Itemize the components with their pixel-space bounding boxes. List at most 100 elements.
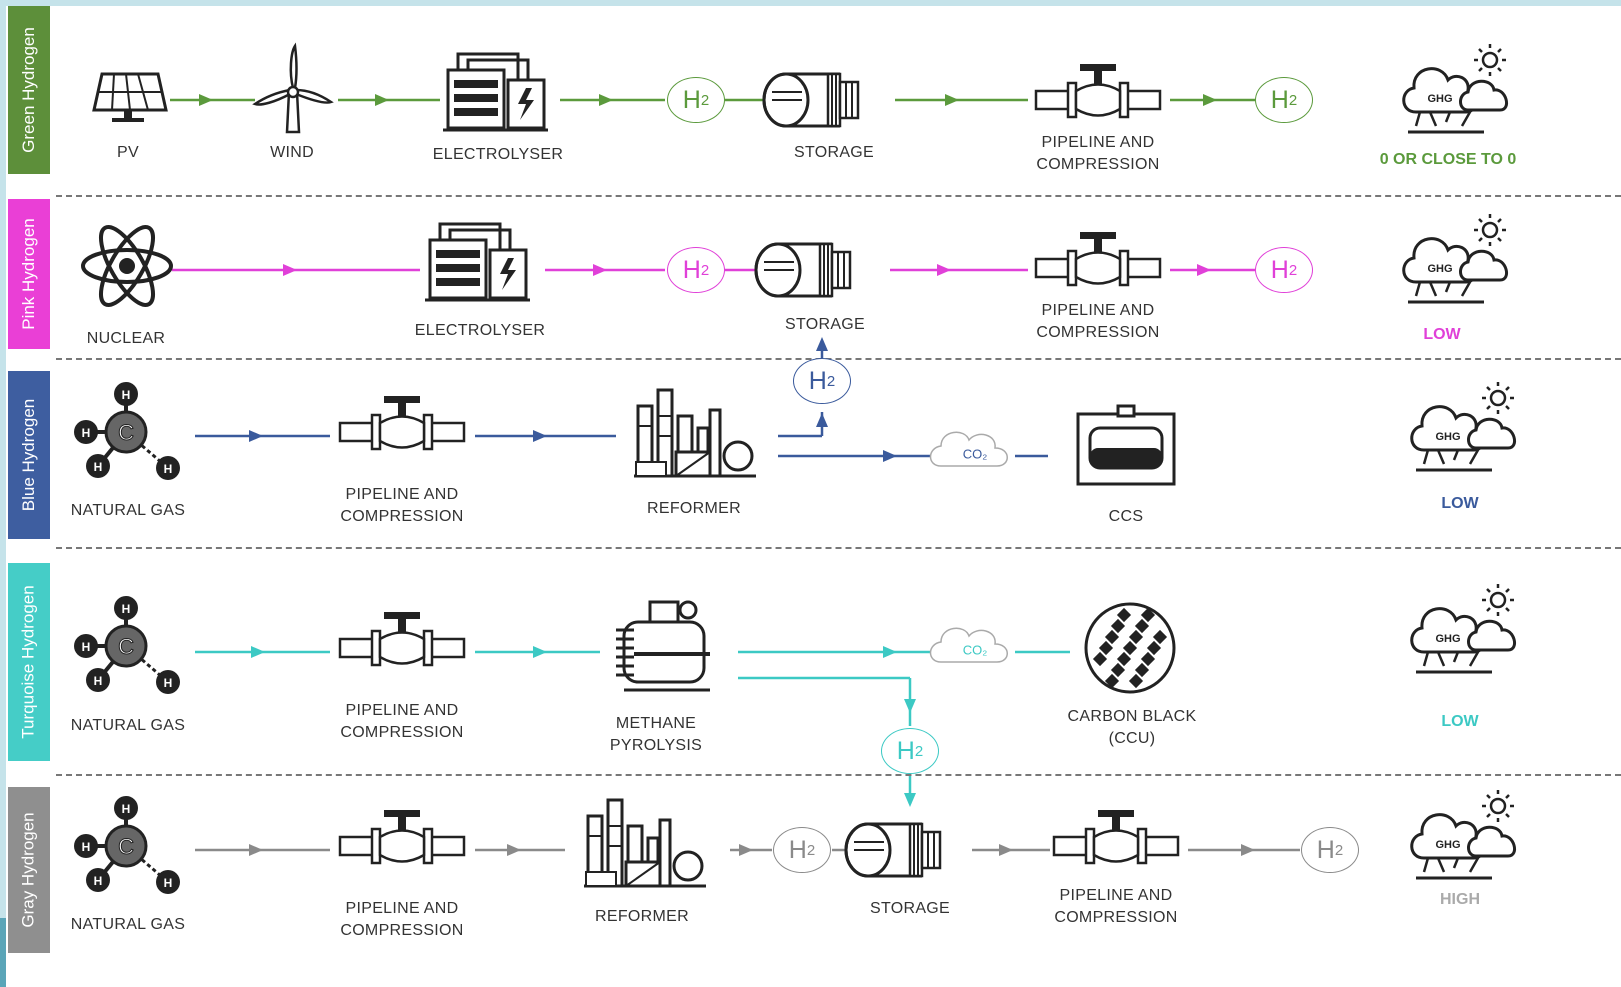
band-blue-hydrogen: Blue Hydrogen	[8, 371, 50, 539]
co2-label: CO₂	[962, 642, 988, 658]
ccs-cap	[1116, 404, 1136, 418]
carbon-particle	[1122, 640, 1138, 656]
row-separator	[56, 358, 1621, 360]
flow-arrowhead	[816, 337, 828, 351]
flow-arrowhead	[283, 264, 297, 276]
pipeline-valve-icon	[338, 808, 466, 865]
flow-arrowhead	[1241, 844, 1255, 856]
solar-panel-base	[112, 118, 144, 122]
carbon-particle	[1140, 651, 1156, 667]
flow-arrowhead	[999, 844, 1013, 856]
ghg-cloud-icon	[1410, 582, 1517, 674]
storage-tank-icon	[754, 242, 852, 298]
label-pipeline-compression: PIPELINE AND COMPRESSION	[1054, 887, 1178, 926]
flow-arrowhead	[945, 94, 959, 106]
ghg-cloud-icon	[1402, 212, 1509, 304]
turbine-blade	[252, 88, 292, 106]
reformer-plant-icon	[632, 388, 758, 478]
carbon-particle	[1140, 607, 1156, 623]
solar-panel-icon	[92, 72, 168, 122]
flow-arrowhead	[904, 699, 916, 713]
label-pipeline-compression: PIPELINE AND COMPRESSION	[1036, 302, 1160, 341]
flow-arrowhead	[533, 646, 547, 658]
h2-subscript: 2	[806, 841, 816, 859]
label-pipeline-compression: PIPELINE AND COMPRESSION	[340, 486, 464, 525]
co2-label: CO₂	[962, 446, 988, 462]
label-natural-gas: NATURAL GAS	[70, 502, 186, 519]
label-storage: STORAGE	[869, 900, 951, 917]
atom-orbit	[81, 248, 173, 284]
frame-corner-accent	[0, 918, 6, 987]
pipeline-valve-icon	[338, 394, 466, 451]
label-methane-pyrolysis: METHANE PYROLYSIS	[609, 715, 703, 754]
atom-nucleus	[119, 258, 135, 274]
emission-level-green: 0 OR CLOSE TO 0	[1379, 151, 1517, 168]
pipeline-valve-icon	[338, 610, 466, 667]
h2-subscript: 2	[700, 261, 710, 279]
solar-panel-stand	[124, 110, 132, 120]
label-natural-gas: NATURAL GAS	[70, 717, 186, 734]
band-turquoise-hydrogen: Turquoise Hydrogen	[8, 563, 50, 761]
ghg-cloud-icon	[1410, 788, 1517, 880]
flow-arrowhead	[599, 94, 613, 106]
carbon-particle	[1098, 640, 1114, 656]
frame-top-strip	[0, 0, 1621, 6]
ccs-icon	[1076, 404, 1176, 486]
h2-symbol: H	[682, 85, 701, 114]
h2-symbol: H	[1316, 835, 1335, 864]
h2-symbol: H	[896, 736, 915, 765]
ccs-fill	[1090, 448, 1162, 468]
emission-level-pink: LOW	[1423, 326, 1461, 343]
flow-arrowhead	[249, 844, 263, 856]
label-natural-gas: NATURAL GAS	[70, 916, 186, 933]
flow-arrowhead	[593, 264, 607, 276]
carbon-particle	[1110, 662, 1126, 678]
carbon-particle	[1134, 618, 1150, 634]
methane-molecule-icon	[72, 594, 182, 696]
h2-subscript: 2	[914, 742, 924, 760]
h2-symbol: H	[808, 366, 827, 395]
pipeline-valve-icon	[1034, 230, 1162, 287]
label-electrolyser: ELECTROLYSER	[414, 322, 546, 339]
flow-arrowhead	[199, 94, 213, 106]
h2-symbol: H	[682, 255, 701, 284]
emission-level-gray: HIGH	[1440, 891, 1480, 908]
storage-tank-icon	[762, 72, 860, 128]
row-separator	[56, 195, 1621, 197]
carbon-particle	[1146, 640, 1162, 656]
band-pink-hydrogen: Pink Hydrogen	[8, 199, 50, 349]
carbon-particle	[1092, 651, 1108, 667]
carbon-particle	[1128, 629, 1144, 645]
methane-molecule-icon	[72, 794, 182, 896]
label-ccs: CCS	[1108, 508, 1144, 525]
atom-icon	[81, 225, 173, 307]
carbon-particle	[1116, 607, 1132, 623]
flow-arrowhead	[883, 450, 897, 462]
pyrolysis-reactor-icon	[616, 600, 710, 692]
label-carbon-black: CARBON BLACK (CCU)	[1067, 708, 1197, 747]
flow-arrowhead	[739, 844, 753, 856]
carbon-black-icon	[1084, 602, 1176, 694]
pipeline-valve-icon	[1052, 808, 1180, 865]
flow-arrowhead	[1197, 264, 1211, 276]
reformer-plant-icon	[582, 798, 708, 888]
label-storage: STORAGE	[793, 144, 875, 161]
label-electrolyser: ELECTROLYSER	[432, 146, 564, 163]
carbon-particle	[1152, 629, 1168, 645]
flow-arrowhead	[1203, 94, 1217, 106]
label-pipeline-compression: PIPELINE AND COMPRESSION	[340, 702, 464, 741]
h2-subscript: 2	[1288, 91, 1298, 109]
flow-arrowhead	[816, 413, 828, 427]
label-reformer: REFORMER	[647, 500, 741, 517]
band-gray-hydrogen: Gray Hydrogen	[8, 787, 50, 953]
flow-arrowhead	[904, 793, 916, 807]
h2-symbol: H	[1270, 85, 1289, 114]
electrolyser-icon	[441, 52, 550, 132]
ghg-cloud-icon	[1402, 42, 1509, 134]
wind-turbine-icon	[252, 42, 334, 134]
storage-tank-icon	[844, 822, 942, 878]
turbine-blade	[289, 42, 298, 90]
